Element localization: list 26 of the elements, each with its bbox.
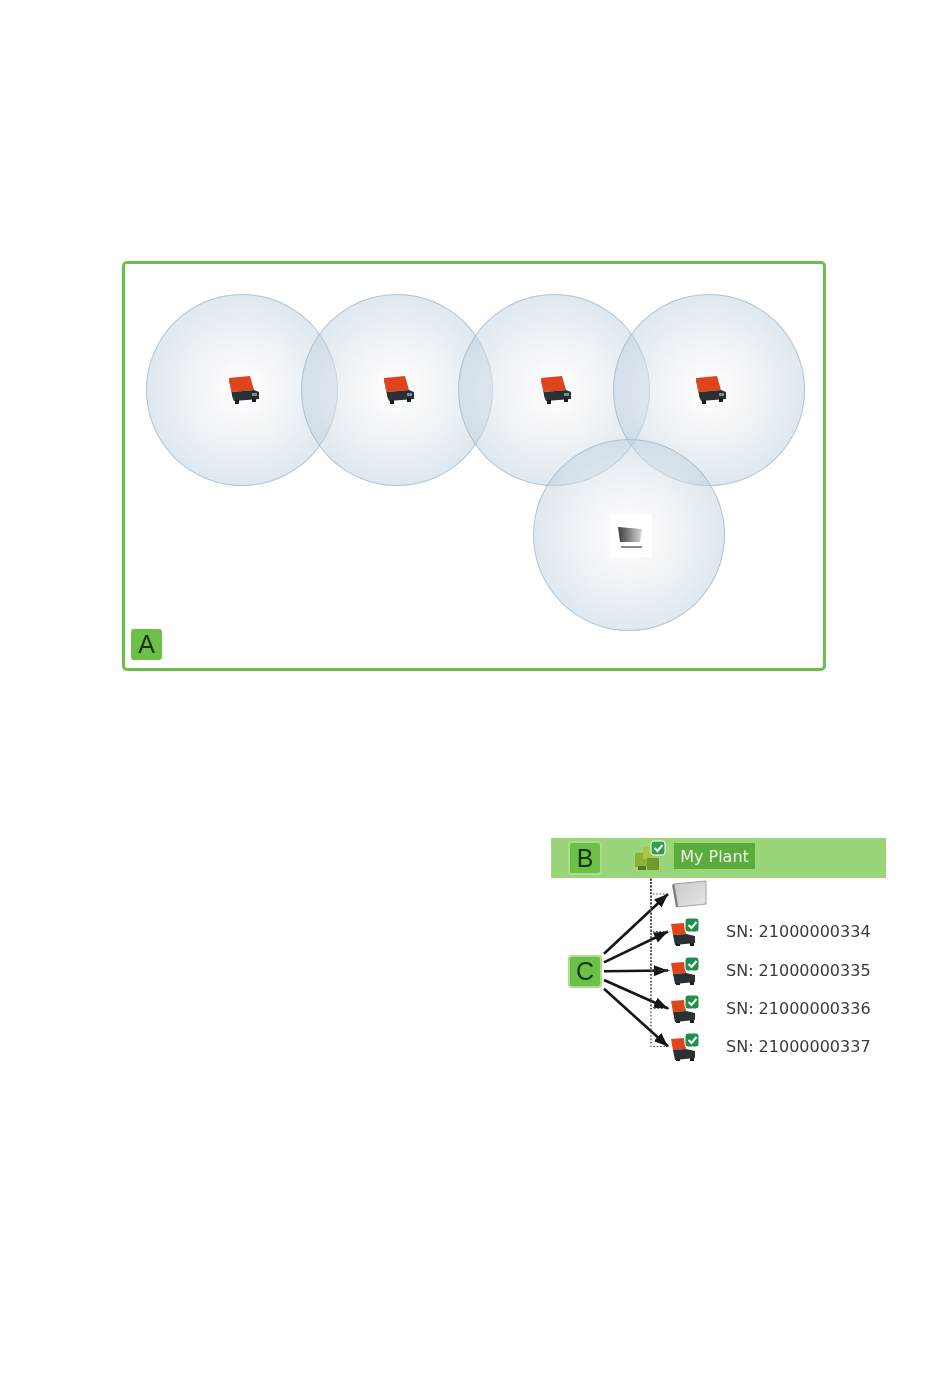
device-icon — [539, 375, 573, 405]
device-check-icon — [670, 994, 701, 1023]
arrow — [603, 987, 669, 1048]
arrow — [604, 965, 668, 977]
serial-number-text: SN: 21000000337 — [726, 1036, 871, 1057]
device-check-icon — [670, 917, 701, 946]
serial-number-text: SN: 21000000334 — [726, 921, 871, 942]
arrow — [603, 978, 669, 1010]
selected-item-label: My Plant — [674, 843, 755, 869]
arrow — [603, 930, 669, 964]
tree-header-bar — [551, 838, 886, 878]
device-icon — [227, 375, 261, 405]
plant-icon — [634, 840, 666, 872]
device-check-icon — [670, 1032, 701, 1061]
callout-label: C — [568, 955, 602, 988]
device-icon — [670, 880, 708, 908]
device-check-icon — [670, 956, 701, 985]
device-icon — [610, 515, 652, 557]
arrow — [603, 893, 669, 955]
area-frame — [122, 261, 826, 671]
device-icon — [382, 375, 416, 405]
callout-label: B — [568, 841, 602, 875]
device-icon — [694, 375, 728, 405]
serial-number-text: SN: 21000000336 — [726, 998, 871, 1019]
callout-label: A — [131, 629, 162, 660]
serial-number-text: SN: 21000000335 — [726, 960, 871, 981]
